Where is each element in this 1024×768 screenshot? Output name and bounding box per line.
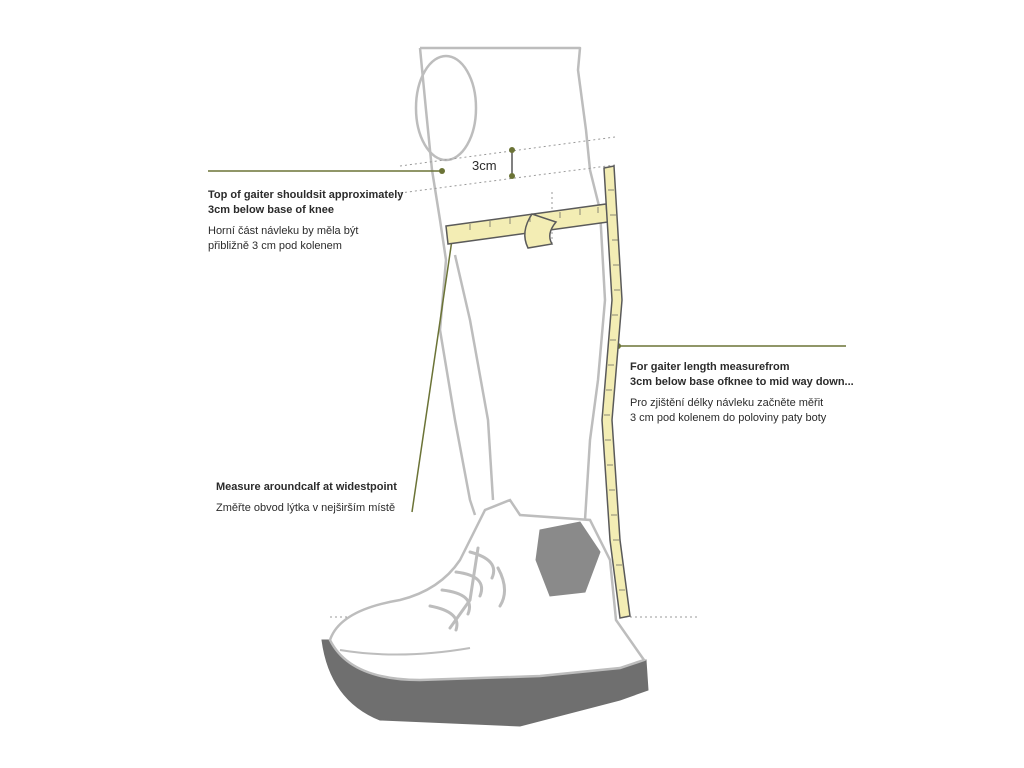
- gaiter-length-en: For gaiter length measurefrom 3cm below …: [630, 361, 854, 388]
- calf-tape: [445, 203, 609, 249]
- hiking-boot: [321, 498, 649, 727]
- boot-laces: [428, 546, 506, 632]
- boot-upper: [328, 498, 646, 682]
- marker-dot: [509, 147, 515, 153]
- calf-measure-label: Measure aroundcalf at widestpoint Změřte…: [216, 480, 446, 516]
- gaiter-length-label: For gaiter length measurefrom 3cm below …: [630, 360, 880, 426]
- length-tape: [601, 165, 631, 619]
- leader-lines: [208, 170, 846, 513]
- leg-outline: [414, 46, 607, 521]
- top-of-gaiter-label: Top of gaiter shouldsit approximately 3c…: [208, 188, 438, 254]
- top-of-gaiter-cz: Horní část návleku by měla být přibližně…: [208, 225, 359, 252]
- calf-measure-cz: Změřte obvod lýtka v nejširším místě: [216, 502, 396, 514]
- calf-measure-en: Measure aroundcalf at widestpoint: [216, 481, 397, 493]
- distance-label: 3cm: [472, 158, 497, 173]
- top-of-gaiter-en: Top of gaiter shouldsit approximately 3c…: [208, 189, 404, 216]
- leader-dot: [439, 168, 445, 174]
- boot-heel-panel: [535, 521, 601, 597]
- marker-dot: [509, 173, 515, 179]
- gaiter-length-cz: Pro zjištění délky návleku začněte měřit…: [630, 397, 827, 424]
